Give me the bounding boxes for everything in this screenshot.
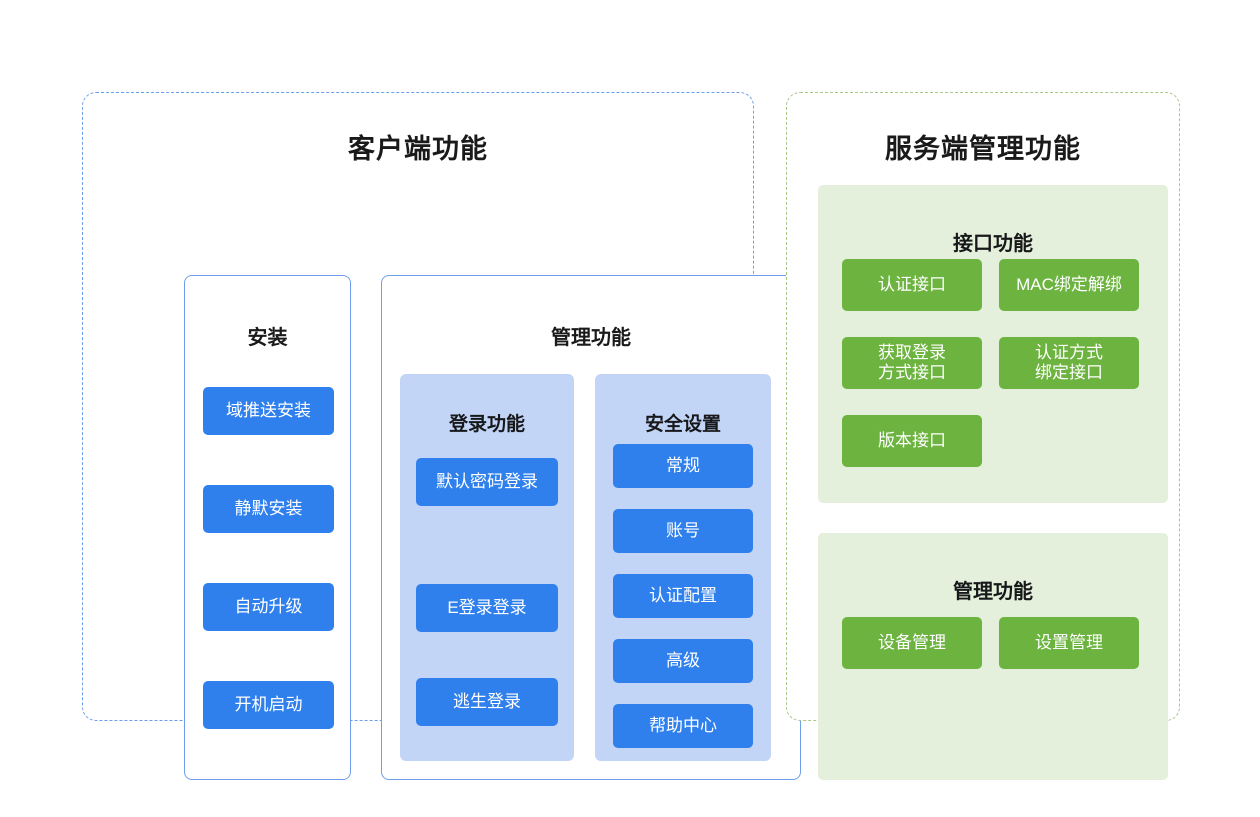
install-item-silent-install[interactable]: 静默安装	[203, 485, 334, 533]
login-function-group: 登录功能 默认密码登录 E登录登录 逃生登录	[400, 374, 574, 761]
install-item-boot-start[interactable]: 开机启动	[203, 681, 334, 729]
server-admin-group: 管理功能 设备管理 设置管理	[818, 533, 1168, 780]
client-features-panel: 客户端功能 安装 域推送安装 静默安装 自动升级 开机启动 管理功能 登录功能 …	[82, 92, 801, 780]
api-item-mac-bind-unbind[interactable]: MAC绑定解绑	[999, 259, 1139, 311]
security-item-account[interactable]: 账号	[613, 509, 753, 553]
security-group-title: 安全设置	[644, 414, 721, 435]
install-subpanel-title: 安装	[247, 326, 288, 349]
manage-subpanel: 管理功能 登录功能 默认密码登录 E登录登录 逃生登录 安全设置 常规 账号 认…	[381, 275, 801, 780]
security-item-auth-config[interactable]: 认证配置	[613, 574, 753, 618]
api-group-title: 接口功能	[953, 233, 1033, 255]
api-item-get-login-method[interactable]: 获取登录 方式接口	[842, 337, 982, 389]
api-item-auth-interface-line1: 认证接口	[878, 274, 946, 294]
admin-item-settings-management[interactable]: 设置管理	[999, 617, 1139, 669]
server-panel-title: 服务端管理功能	[885, 134, 1081, 165]
security-settings-group: 安全设置 常规 账号 认证配置 高级 帮助中心	[595, 374, 771, 761]
login-group-title: 登录功能	[448, 414, 525, 435]
api-item-auth-method-bind[interactable]: 认证方式 绑定接口	[999, 337, 1139, 389]
server-management-panel: 服务端管理功能 接口功能 认证接口 MAC绑定解绑 获取登录 方式接口 认证方式…	[786, 92, 1180, 780]
security-item-general[interactable]: 常规	[613, 444, 753, 488]
api-item-get-login-method-line2: 方式接口	[878, 363, 946, 382]
security-item-advanced[interactable]: 高级	[613, 639, 753, 683]
manage-subpanel-title: 管理功能	[551, 326, 631, 349]
api-function-group: 接口功能 认证接口 MAC绑定解绑 获取登录 方式接口 认证方式 绑定接口	[818, 185, 1168, 503]
api-item-version-interface[interactable]: 版本接口	[842, 415, 982, 467]
security-item-help-center[interactable]: 帮助中心	[613, 704, 753, 748]
install-subpanel: 安装 域推送安装 静默安装 自动升级 开机启动	[184, 275, 351, 780]
api-item-mac-bind-unbind-line1: MAC绑定解绑	[1016, 274, 1122, 294]
install-item-domain-push[interactable]: 域推送安装	[203, 387, 334, 435]
login-item-e-login[interactable]: E登录登录	[416, 584, 558, 632]
api-item-auth-method-bind-line1: 认证方式	[1035, 342, 1103, 362]
api-item-auth-interface[interactable]: 认证接口	[842, 259, 982, 311]
api-item-version-interface-line1: 版本接口	[878, 430, 946, 450]
login-item-default-password[interactable]: 默认密码登录	[416, 458, 558, 506]
server-admin-group-title: 管理功能	[953, 581, 1033, 603]
login-item-escape-login[interactable]: 逃生登录	[416, 678, 558, 726]
api-item-auth-method-bind-line2: 绑定接口	[1035, 363, 1103, 382]
install-item-auto-upgrade[interactable]: 自动升级	[203, 583, 334, 631]
client-panel-title: 客户端功能	[348, 134, 488, 165]
admin-item-device-management[interactable]: 设备管理	[842, 617, 982, 669]
api-item-get-login-method-line1: 获取登录	[878, 342, 946, 362]
